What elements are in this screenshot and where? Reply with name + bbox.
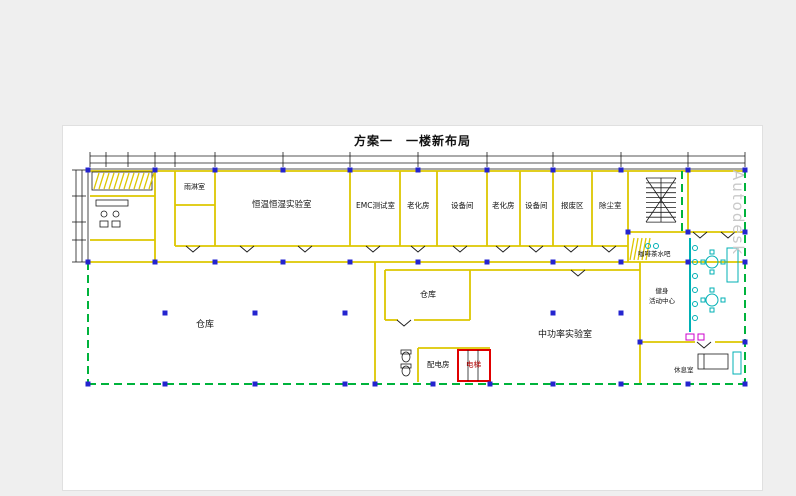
plan-title: 方案一 一楼新布局 bbox=[353, 134, 471, 148]
room-label-aging-2: 老化房 bbox=[492, 201, 515, 210]
room-label-equipment-2: 设备间 bbox=[525, 201, 548, 210]
room-label-scrap-area: 报废区 bbox=[561, 201, 584, 210]
room-label-lounge: 休息室 bbox=[674, 366, 694, 374]
room-label-climate-lab: 恒温恒湿实验室 bbox=[252, 200, 312, 210]
room-label-warehouse-main: 仓库 bbox=[196, 320, 215, 330]
room-label-rain-shower: 雨淋室 bbox=[184, 183, 205, 191]
drawing-canvas[interactable] bbox=[63, 126, 762, 490]
room-label-mid-power-lab: 中功率实验室 bbox=[538, 330, 593, 340]
room-label-aging-1: 老化房 bbox=[407, 201, 430, 210]
room-label-equipment-1: 设备间 bbox=[451, 201, 474, 210]
fitness-label-line2: 活动中心 bbox=[649, 297, 675, 305]
fitness-label-line1: 健身 bbox=[655, 287, 669, 295]
room-label-elevator: 电梯 bbox=[466, 360, 481, 369]
autodesk-watermark: Autodesk bbox=[729, 170, 747, 257]
room-label-warehouse-small: 仓库 bbox=[420, 290, 436, 299]
room-label-fitness-center: 健身 活动中心 bbox=[644, 285, 680, 305]
room-label-emc-test: EMC测试室 bbox=[356, 201, 395, 210]
room-label-power-distribution: 配电房 bbox=[427, 360, 450, 369]
room-label-dust-removal: 除尘室 bbox=[599, 201, 622, 210]
room-label-coffee-tea-bar: 咖啡茶水吧 bbox=[638, 250, 671, 258]
